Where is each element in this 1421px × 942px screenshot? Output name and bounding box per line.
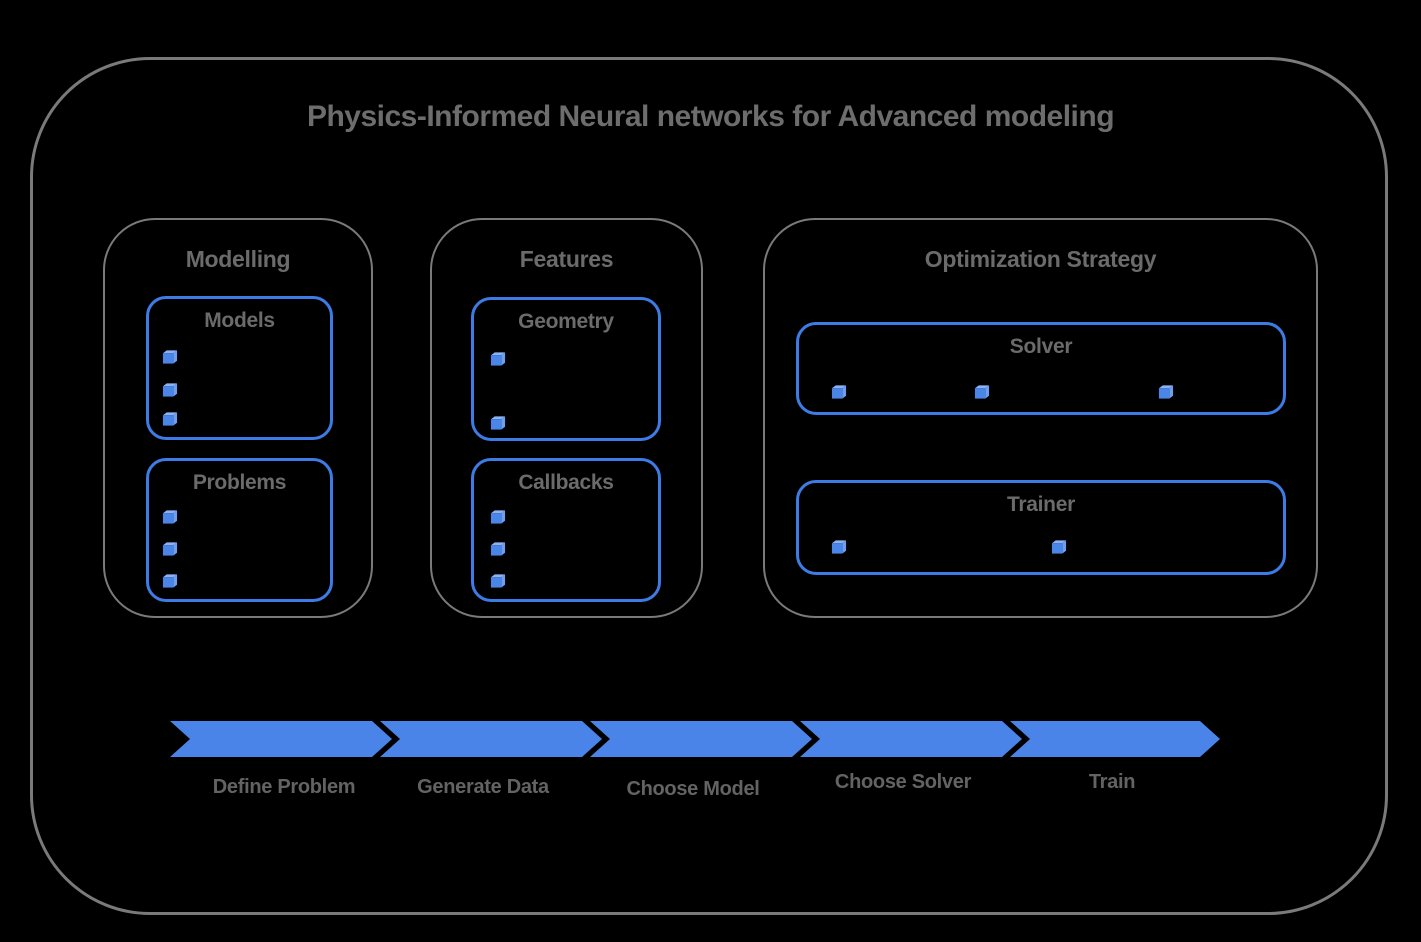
group-trainer: Trainer (796, 480, 1286, 575)
group-models-label: Models (149, 309, 330, 333)
section-modelling-label: Modelling (105, 246, 371, 273)
cube-icon (974, 384, 990, 400)
page-title: Physics-Informed Neural networks for Adv… (0, 100, 1421, 134)
cube-icon (490, 509, 506, 525)
cube-icon (490, 351, 506, 367)
group-solver: Solver (796, 322, 1286, 415)
group-geometry: Geometry (471, 297, 661, 441)
group-solver-label: Solver (799, 335, 1283, 359)
group-callbacks: Callbacks (471, 458, 661, 602)
cube-icon (490, 415, 506, 431)
process-arrow (160, 714, 1245, 762)
step-generate-data: Generate Data (363, 776, 603, 799)
group-callbacks-label: Callbacks (474, 471, 658, 495)
arrow-segment (380, 721, 602, 757)
cube-icon (162, 541, 178, 557)
cube-icon (162, 349, 178, 365)
cube-icon (831, 384, 847, 400)
section-optimization-strategy-label: Optimization Strategy (765, 246, 1316, 273)
group-geometry-label: Geometry (474, 310, 658, 334)
arrow-segment (800, 721, 1022, 757)
step-choose-solver: Choose Solver (783, 771, 1023, 794)
step-train: Train (992, 771, 1232, 794)
arrow-segment (170, 721, 392, 757)
arrow-segment (590, 721, 812, 757)
group-trainer-label: Trainer (799, 493, 1283, 517)
group-models: Models (146, 296, 333, 440)
step-choose-model: Choose Model (573, 778, 813, 801)
group-problems-label: Problems (149, 471, 330, 495)
cube-icon (1158, 384, 1174, 400)
cube-icon (162, 382, 178, 398)
section-features-label: Features (432, 246, 701, 273)
cube-icon (490, 541, 506, 557)
cube-icon (1051, 539, 1067, 555)
cube-icon (162, 509, 178, 525)
arrow-segment (1010, 721, 1220, 757)
group-problems: Problems (146, 458, 333, 602)
cube-icon (162, 411, 178, 427)
cube-icon (490, 573, 506, 589)
cube-icon (831, 539, 847, 555)
cube-icon (162, 573, 178, 589)
